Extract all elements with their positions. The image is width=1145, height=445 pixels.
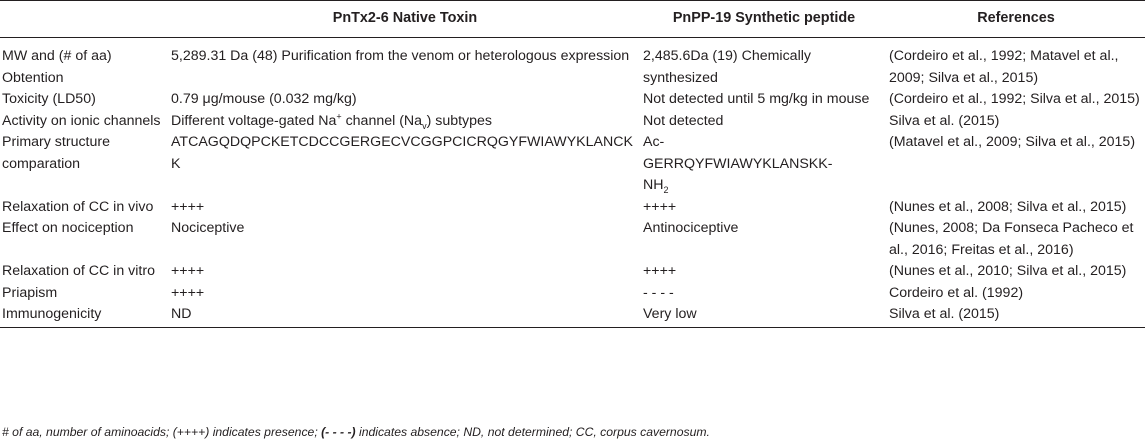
peptide-seq-line-3: NH2 [643,175,883,197]
table-row: Toxicity (LD50) 0.79 μg/mouse (0.032 mg/… [0,89,1145,111]
row-references: Silva et al. (2015) [887,304,1145,328]
row-references: (Nunes et al., 2008; Silva et al., 2015) [889,198,1127,215]
table-header: PnTx2-6 Native Toxin PnPP-19 Synthetic p… [0,0,1145,38]
row-references: (Cordeiro et al., 1992; Silva et al., 20… [889,91,1140,107]
table-row: MW and (# of aa) Obtention 5,289.31 Da (… [0,38,1145,90]
row-property: Immunogenicity [0,304,169,328]
row-native-toxin: ATCAGQDQPCKETCDCCGERGECVCGGPCICRQGYFWIAW… [171,134,633,172]
row-synthetic-peptide: ++++ [643,263,677,279]
table-footnote: # of aa, number of aminoacids; (++++) in… [2,425,710,439]
header-row: PnTx2-6 Native Toxin PnPP-19 Synthetic p… [0,0,1145,38]
row-synthetic-peptide: ++++ [643,198,677,215]
row-synthetic-peptide: 2,485.6Da (19) Chemically synthesized [643,48,811,86]
row-native-toxin: Different voltage-gated Na+ channel (Nav… [169,111,641,133]
header-property [0,0,169,38]
row-property: MW and (# of aa) Obtention [2,48,112,86]
footnote-part-1: # of aa, number of aminoacids; (++++) in… [2,425,322,439]
row-synthetic-peptide: Not detected until 5 mg/kg in mouse [643,91,870,107]
peptide-seq-line-1: Ac- [643,134,665,150]
row-references: Cordeiro et al. (1992) [889,284,1024,301]
row-synthetic-peptide: Not detected [643,112,724,129]
row-synthetic-peptide: Antinociceptive [643,220,739,236]
table-row: Relaxation of CC in vitro ++++ ++++ (Nun… [0,261,1145,283]
table-row: Effect on nociception Nociceptive Antino… [0,218,1145,261]
row-native-toxin: ++++ [171,284,205,301]
row-native-toxin: ++++ [171,198,205,215]
row-property: Priapism [2,284,58,301]
row-references: (Nunes et al., 2010; Silva et al., 2015) [889,263,1127,279]
row-native-toxin: 0.79 μg/mouse (0.032 mg/kg) [171,91,357,107]
row-synthetic-peptide: Ac- GERRQYFWIAWYKLANSKK- NH2 [641,132,887,197]
channel-subscript: v [422,120,427,131]
table-row: Immunogenicity ND Very low Silva et al. … [0,304,1145,328]
row-references: (Cordeiro et al., 1992; Matavel et al., … [889,48,1119,86]
header-native-toxin: PnTx2-6 Native Toxin [169,0,641,38]
channel-text-mid: channel (Na [341,112,423,129]
row-native-toxin: Nociceptive [171,220,245,236]
header-synthetic-peptide: PnPP-19 Synthetic peptide [641,0,887,38]
comparison-table: PnTx2-6 Native Toxin PnPP-19 Synthetic p… [0,0,1145,328]
row-references: (Matavel et al., 2009; Silva et al., 201… [889,134,1136,150]
row-property: Toxicity (LD50) [2,91,96,107]
footnote-part-3: indicates absence; ND, not determined; C… [355,425,710,439]
peptide-seq-nh: NH [643,177,664,193]
row-property: Primary structure comparation [2,134,110,172]
table-row: Primary structure comparation ATCAGQDQPC… [0,132,1145,197]
row-native-toxin: 5,289.31 Da (48) Purification from the v… [171,48,630,64]
table-row: Relaxation of CC in vivo ++++ ++++ (Nune… [0,197,1145,219]
row-property: Relaxation of CC in vitro [2,263,155,279]
row-property: Activity on ionic channels [2,112,161,129]
table-body: MW and (# of aa) Obtention 5,289.31 Da (… [0,38,1145,328]
comparison-table-container: PnTx2-6 Native Toxin PnPP-19 Synthetic p… [0,0,1145,328]
peptide-seq-subscript: 2 [663,184,669,195]
row-property: Relaxation of CC in vivo [2,198,154,215]
row-synthetic-peptide: - - - - [643,284,674,301]
footnote-absence-symbol: (- - - -) [321,425,356,439]
header-references: References [887,0,1145,38]
channel-text-pre: Different voltage-gated Na [171,112,337,129]
row-native-toxin: ++++ [171,263,205,279]
row-synthetic-peptide: Very low [641,304,887,328]
row-references: Silva et al. (2015) [889,112,1000,129]
channel-text-post: ) subtypes [426,112,493,129]
row-property: Effect on nociception [2,220,134,236]
table-row: Activity on ionic channels Different vol… [0,111,1145,133]
table-row: Priapism ++++ - - - - Cordeiro et al. (1… [0,283,1145,305]
channel-superscript: + [336,110,342,121]
row-references: (Nunes, 2008; Da Fonseca Pacheco et al.,… [889,220,1134,258]
row-native-toxin: ND [169,304,641,328]
peptide-seq-line-2: GERRQYFWIAWYKLANSKK- [643,155,833,172]
